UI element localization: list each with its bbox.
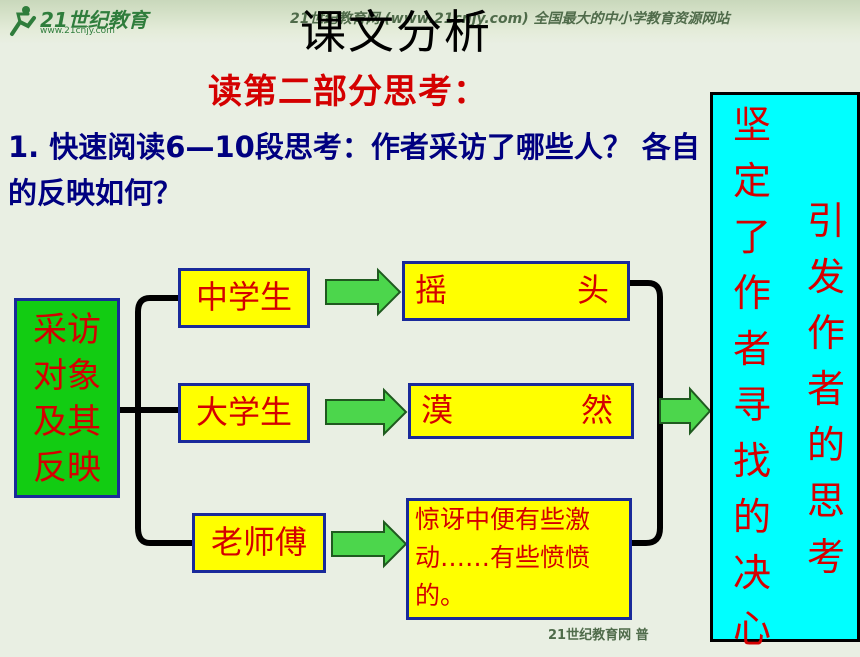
arrow-icon-1: [325, 267, 402, 317]
root-line-3: 及其: [33, 402, 101, 442]
reaction-1-b: 头: [576, 271, 609, 309]
char: 考: [806, 535, 845, 579]
root-line-4: 反映: [33, 448, 101, 488]
footer-text: 21世纪教育网 普: [548, 628, 649, 643]
logo-text: 21世纪教育: [40, 8, 148, 32]
interviewee-old-worker: 老师傅: [192, 513, 326, 573]
reaction-3: 惊讶中便有些激动……有些愤愤的。: [406, 498, 632, 620]
char: 定: [732, 159, 771, 203]
char: 的: [806, 423, 845, 467]
reaction-1-a: 摇: [415, 271, 448, 309]
page-title: 课文分析: [300, 5, 492, 59]
root-line-2: 对象: [33, 356, 101, 396]
banner-text: 21世纪教育网 (www.21cnjy.com) 全国最大的中小学教育资源网站: [290, 11, 730, 27]
header-banner: [0, 0, 860, 44]
char: 者: [732, 327, 771, 371]
char: 引: [806, 199, 845, 243]
reaction-1: 摇 头: [402, 261, 630, 321]
reaction-2: 漠 然: [408, 383, 634, 439]
conclusion-col-2: 引 发 作 者 的 思 考: [801, 193, 851, 585]
char: 坚: [732, 103, 771, 147]
reaction-2-a: 漠: [421, 391, 454, 429]
char: 决: [732, 551, 771, 595]
char: 寻: [732, 383, 771, 427]
interviewee-college: 大学生: [178, 383, 310, 443]
root-line-1: 采访: [33, 310, 101, 350]
arrow-icon-3: [331, 519, 408, 569]
reaction-2-b: 然: [580, 391, 613, 429]
root-node: 采访 对象 及其 反映: [14, 298, 120, 498]
conclusion-box: 坚 定 了 作 者 寻 找 的 决 心 引 发 作 者 的 思 考: [710, 92, 860, 651]
char: 者: [806, 367, 845, 411]
char: 思: [806, 479, 845, 523]
logo-url: www.21cnjy.com: [40, 26, 115, 36]
char: 了: [732, 215, 771, 259]
char: 作: [806, 311, 845, 355]
char: 找: [732, 439, 771, 483]
left-brace: [135, 295, 192, 546]
conclusion-col-1: 坚 定 了 作 者 寻 找 的 决 心: [727, 97, 777, 657]
char: 发: [806, 255, 845, 299]
site-logo[interactable]: 21世纪教育 www.21cnjy.com: [6, 4, 151, 40]
char: 作: [732, 271, 771, 315]
question-text: 1. 快速阅读6—10段思考：作者采访了哪些人？ 各自的反映如何？: [8, 130, 700, 210]
char: 心: [732, 607, 771, 651]
char: 的: [732, 495, 771, 539]
runner-logo-icon: [10, 6, 36, 36]
interviewee-middle-school: 中学生: [178, 268, 310, 328]
page-subtitle: 读第二部分思考：: [208, 72, 488, 112]
arrow-icon-4: [659, 386, 712, 436]
arrow-icon-2: [325, 387, 408, 437]
right-brace: [630, 280, 663, 546]
